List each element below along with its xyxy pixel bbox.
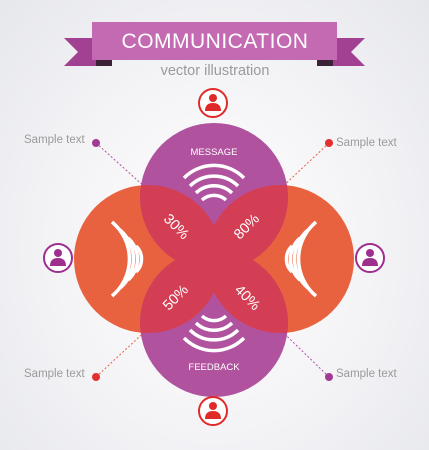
connector-dot-top-left [92,139,100,147]
wifi-waves-icon [110,220,144,298]
connector-dot-top-right [325,139,333,147]
person-icon [43,243,73,273]
person-icon [355,243,385,273]
callout-bottom-left: Sample text [24,368,85,380]
callout-top-right: Sample text [336,137,397,149]
person-icon [198,396,228,426]
title-ribbon [64,22,365,66]
page-subtitle: vector illustration [160,63,270,79]
connector-dot-bottom-right [325,373,333,381]
callout-top-left: Sample text [24,134,85,146]
page-title: COMMUNICATION [121,30,309,53]
person-icon [198,88,228,118]
label-feedback: FEEDBACK [188,362,240,373]
callout-bottom-right: Sample text [336,368,397,380]
ribbon-band [92,22,337,60]
label-message: MESSAGE [190,147,238,158]
wifi-waves-icon [182,314,246,353]
wifi-waves-icon [182,163,246,202]
wifi-waves-icon [284,220,318,298]
connector-dot-bottom-left [92,373,100,381]
